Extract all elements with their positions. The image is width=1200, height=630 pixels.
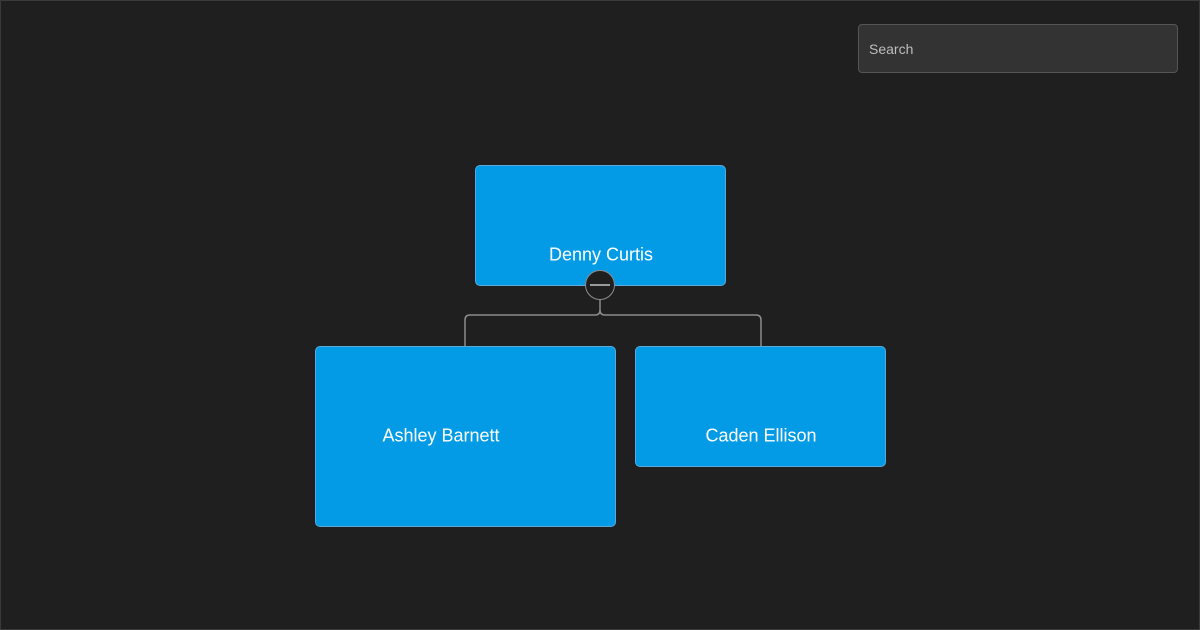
node-name: Caden Ellison xyxy=(705,425,817,446)
node-ashley-barnett[interactable]: Ashley Barnett xyxy=(315,346,616,527)
node-name: Denny Curtis xyxy=(548,244,654,265)
node-denny-curtis[interactable]: Denny Curtis xyxy=(475,165,726,286)
minus-icon xyxy=(590,284,610,286)
connector-root-to-children xyxy=(464,300,762,346)
search-input[interactable] xyxy=(858,24,1178,73)
collapse-toggle-button[interactable] xyxy=(585,270,615,300)
node-caden-ellison[interactable]: Caden Ellison xyxy=(635,346,886,467)
node-name: Ashley Barnett xyxy=(382,425,500,446)
